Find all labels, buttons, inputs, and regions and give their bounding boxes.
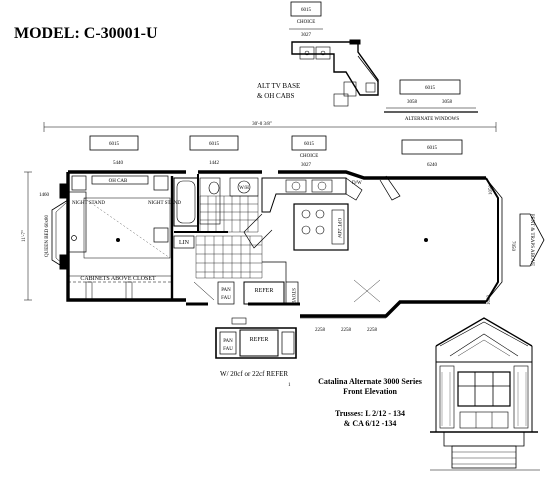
model-title: MODEL: C-30001-U	[14, 25, 158, 42]
bottom-window-1: 2258	[315, 328, 326, 333]
bottom-window-2: 2258	[341, 328, 352, 333]
alt-tv-line2: & OH CABS	[257, 92, 294, 100]
top-option-window: 6015	[301, 8, 312, 13]
elevation-trusses-1: Trusses: L 2/12 - 134	[335, 409, 405, 418]
kitchen-opt: OPT 24W	[336, 218, 341, 239]
living-corner-window: 1050	[489, 185, 494, 196]
alt-window-right: 3058	[442, 100, 453, 105]
top-option-size: 3027	[301, 33, 312, 38]
alt-tv-cabinet-detail	[291, 39, 379, 107]
side-dimension: 11'-7"	[22, 171, 32, 301]
bedroom-ceiling-light-icon	[116, 238, 120, 242]
utility-refer: REFER	[255, 288, 274, 294]
top-window-2-size: 1442	[209, 161, 220, 166]
water-heater-label: W/H	[239, 186, 249, 191]
overall-dimension-text: 30'-0 3/8"	[252, 122, 272, 127]
bedroom	[51, 175, 174, 301]
page-mark: 1	[288, 383, 291, 388]
kitchen-tile-floor	[195, 235, 263, 279]
front-elevation-drawing	[430, 317, 540, 471]
living-ceiling-light-icon	[424, 238, 428, 242]
utility-fau: FAU	[221, 296, 231, 301]
top-window-3-label: 6015	[304, 142, 315, 147]
alt-refer-caption: W/ 20cf or 22cf REFER	[220, 370, 288, 378]
kitchen	[243, 177, 363, 282]
bath-tile-floor	[199, 195, 259, 233]
living-side-window: 1060	[487, 295, 492, 306]
top-window-3-size: 3027	[301, 163, 312, 168]
utility-stove: STOVE	[290, 288, 295, 304]
utility-pan: PAN	[221, 288, 231, 293]
alt-windows-label: ALTERNATE WINDOWS	[405, 117, 460, 122]
top-window-1: 6015 5440	[89, 135, 139, 166]
top-option-choice: CHOICE	[297, 20, 316, 25]
bedroom-oh-cab: OH CAB	[109, 179, 128, 184]
elevation-name: Front Elevation	[343, 387, 397, 396]
pent-traps-label: PENT & TRAPS ABOVE	[529, 214, 534, 266]
alt-refer-detail	[215, 317, 297, 359]
alt-refer-pan: PAN	[223, 339, 233, 344]
side-dimension-text: 11'-7"	[22, 230, 27, 242]
top-window-2-label: 6015	[209, 142, 220, 147]
bedroom-outlet-icon	[71, 235, 77, 241]
living-bay-window: 7050	[510, 241, 515, 252]
top-window-1-size: 5440	[113, 161, 124, 166]
alt-window-top: 6015	[425, 86, 436, 91]
top-window-3: 6015 CHOICE 3027	[291, 135, 327, 168]
top-option: 6015 CHOICE 3027	[289, 1, 323, 38]
bedroom-closet-label: CABINETS ABOVE CLOSET	[80, 276, 156, 282]
alt-refer-fau: FAU	[223, 347, 233, 352]
top-window-1-label: 6015	[109, 142, 120, 147]
bottom-windows: 2258 2258 2258	[300, 317, 386, 333]
overall-dimension: 30'-0 3/8"	[43, 122, 497, 132]
bedroom-left-stand: NIGHT STAND	[72, 201, 105, 206]
pent-traps-arrow-icon	[519, 213, 545, 267]
alt-refer-refer: REFER	[250, 337, 269, 343]
bedroom-queen-bed: QUEEN BED 60x80	[45, 215, 50, 257]
top-window-4-label: 6015	[427, 146, 438, 151]
top-window-3-choice: CHOICE	[300, 154, 319, 159]
alt-window-left: 3058	[407, 100, 418, 105]
bottom-window-3: 2258	[367, 328, 378, 333]
alt-tv-line1: ALT TV BASE	[257, 82, 300, 90]
bedroom-right-stand: NIGHT STAND	[148, 201, 181, 206]
elevation-series: Catalina Alternate 3000 Series	[318, 377, 422, 386]
bedroom-window-size: 1460	[39, 193, 50, 198]
top-window-2: 6015 1442	[189, 135, 239, 166]
utility-area	[193, 281, 299, 305]
elevation-trusses-2: & CA 6/12 -134	[344, 419, 397, 428]
linen-label: LIN	[179, 240, 190, 246]
kitchen-dw: D/W	[352, 181, 362, 186]
alternate-windows: 6015 3058 3058 ALTERNATE WINDOWS	[384, 79, 478, 122]
top-window-4: 6015 6240	[401, 139, 463, 168]
living-room	[353, 175, 401, 303]
top-window-4-size: 6240	[427, 163, 438, 168]
